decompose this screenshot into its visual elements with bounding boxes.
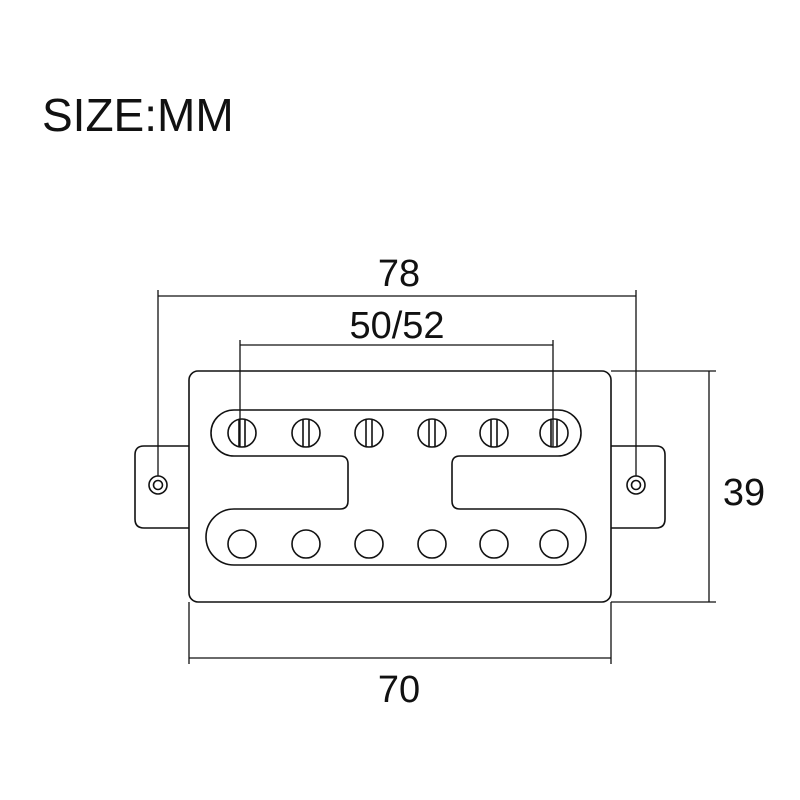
mounting-ear-left	[134, 445, 189, 529]
mounting-hole-left	[148, 475, 168, 495]
pole-slug	[291, 529, 321, 559]
pole-screw	[354, 418, 384, 448]
pole-screw	[291, 418, 321, 448]
pole-slug	[227, 529, 257, 559]
pole-screw	[227, 418, 257, 448]
pole-slug	[479, 529, 509, 559]
dimension-height	[611, 370, 716, 603]
pole-screw	[539, 418, 569, 448]
pole-slug	[354, 529, 384, 559]
pole-slug	[539, 529, 569, 559]
pole-screw	[479, 418, 509, 448]
pole-slugs-bottom	[227, 529, 569, 559]
pickup-body	[188, 370, 612, 603]
label-pole-spacing: 50/52	[349, 305, 444, 347]
mounting-ear-right	[611, 445, 666, 529]
coil-outline	[205, 409, 587, 566]
label-height: 39	[723, 472, 765, 514]
dimension-overall-length	[157, 290, 637, 476]
label-body-length: 70	[378, 669, 420, 711]
dimension-body-length	[188, 602, 612, 664]
pole-screws-top	[227, 418, 569, 448]
pole-screw	[417, 418, 447, 448]
dimension-pole-spacing	[239, 340, 554, 447]
pole-slug	[417, 529, 447, 559]
size-unit-label: SIZE:MM	[42, 89, 234, 141]
mounting-hole-right	[626, 475, 646, 495]
label-overall-length: 78	[378, 253, 420, 295]
